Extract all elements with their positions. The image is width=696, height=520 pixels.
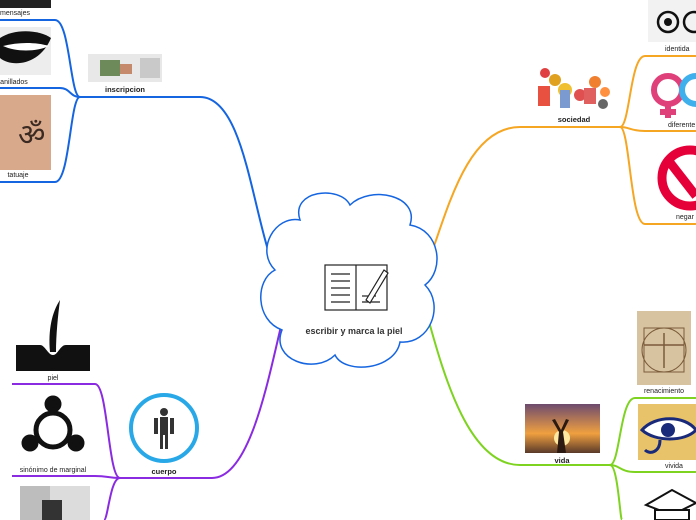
branch-inscripcion <box>0 19 269 251</box>
identidad-image[interactable] <box>648 0 696 42</box>
node-diferente[interactable]: diferente <box>668 122 696 129</box>
negar-image[interactable] <box>657 145 696 211</box>
node-inscripcion[interactable]: inscripcion <box>104 85 145 94</box>
node-vida[interactable]: vida <box>554 456 570 465</box>
renacimiento-image[interactable] <box>637 311 691 385</box>
node-tatuaje[interactable]: tatuaje <box>7 172 29 179</box>
node-anillados[interactable]: anillados <box>0 79 28 86</box>
anillados-image[interactable] <box>0 27 51 75</box>
node-renacimiento[interactable]: renacimiento <box>643 388 685 395</box>
vivida-image[interactable] <box>638 404 696 460</box>
mensajes-image[interactable] <box>0 0 51 8</box>
node-identidad[interactable]: identida <box>665 46 690 53</box>
svg-text:ॐ: ॐ <box>18 118 45 153</box>
marginal-image[interactable] <box>21 395 85 452</box>
branch-sociedad <box>429 55 696 259</box>
inscripcion-image[interactable] <box>88 54 162 82</box>
piel-image[interactable] <box>16 297 90 371</box>
branch-vida <box>427 317 696 520</box>
node-marginal[interactable]: sinónimo de marginal <box>19 467 87 474</box>
cuerpo-image[interactable] <box>129 393 199 463</box>
branch-cuerpo <box>12 321 283 520</box>
graduation-cap-image[interactable] <box>643 488 696 520</box>
node-vivida[interactable]: vivida <box>665 463 683 470</box>
node-negar[interactable]: negar <box>676 214 694 221</box>
node-mensajes[interactable]: mensajes <box>0 10 30 17</box>
center-topic-label[interactable]: escribir y marca la piel <box>305 326 403 336</box>
sociedad-image[interactable] <box>538 68 610 109</box>
node-cuerpo[interactable]: cuerpo <box>151 467 177 476</box>
node-sociedad[interactable]: sociedad <box>557 115 591 124</box>
vida-image[interactable] <box>525 404 600 453</box>
node-piel[interactable]: piel <box>47 375 59 382</box>
bottom-left-image[interactable] <box>20 486 90 520</box>
diferente-image[interactable] <box>651 73 696 118</box>
notebook-pen-icon <box>324 264 389 311</box>
tatuaje-image[interactable]: ॐ <box>0 95 51 170</box>
